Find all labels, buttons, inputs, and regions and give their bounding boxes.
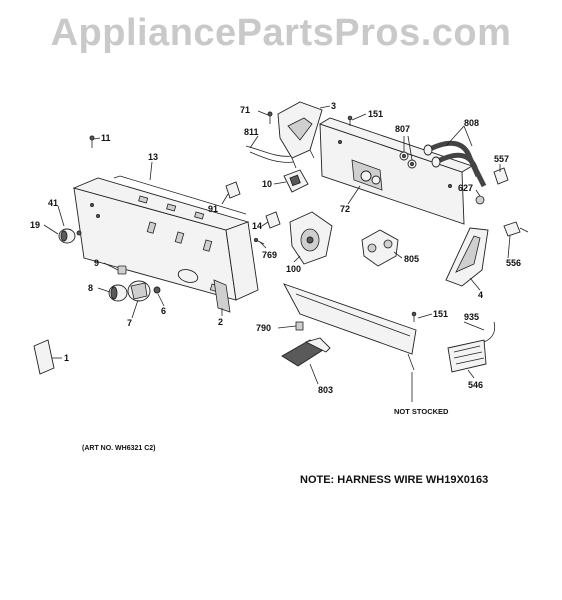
callout-4: 4 [478, 290, 483, 300]
callout-8: 8 [88, 283, 93, 293]
callout-1: 1 [64, 353, 69, 363]
callout-100: 100 [286, 264, 301, 274]
callout-11: 11 [101, 133, 111, 143]
control-panel-rail[interactable] [283, 283, 417, 371]
hose-808[interactable] [423, 140, 487, 188]
callout-labels: 71 3 151 807 808 11 811 13 557 10 627 41… [30, 101, 521, 395]
part-2[interactable] [213, 279, 231, 313]
callout-72: 72 [340, 204, 350, 214]
part-14[interactable] [265, 211, 281, 229]
callout-557: 557 [494, 154, 509, 164]
callout-14: 14 [252, 221, 262, 231]
callout-546: 546 [468, 380, 483, 390]
callout-935: 935 [464, 312, 479, 322]
knob-8[interactable] [108, 284, 128, 302]
site-watermark: AppliancePartsPros.com [50, 12, 512, 54]
timer-100[interactable] [289, 211, 333, 265]
callout-808: 808 [464, 118, 479, 128]
knob-19[interactable] [58, 228, 76, 244]
screw-769[interactable] [253, 237, 265, 245]
callout-151b: 151 [433, 309, 448, 319]
callout-769: 769 [262, 250, 277, 260]
bracket-3[interactable] [277, 101, 323, 169]
callout-803: 803 [318, 385, 333, 395]
callout-805: 805 [404, 254, 419, 264]
timer-dial-7[interactable] [127, 280, 151, 302]
clip-41[interactable] [76, 230, 82, 236]
callout-790: 790 [256, 323, 271, 333]
part-803[interactable] [281, 337, 331, 367]
end-cap-4[interactable] [445, 227, 489, 287]
screw-151-bottom[interactable] [411, 311, 417, 322]
hose-811[interactable] [245, 145, 295, 163]
callout-3: 3 [331, 101, 336, 111]
screw-11[interactable] [89, 135, 95, 148]
part-556[interactable] [503, 221, 529, 237]
callout-10: 10 [262, 179, 272, 189]
art-number: (ART NO. WH6321 C2) [82, 445, 156, 452]
callout-627: 627 [458, 183, 473, 193]
grommet-807[interactable] [399, 151, 417, 169]
part-557[interactable] [493, 167, 509, 185]
callout-91: 91 [208, 204, 218, 214]
switch-10[interactable] [283, 169, 309, 193]
callout-807: 807 [395, 124, 410, 134]
harness-note: NOTE: HARNESS WIRE WH19X0163 [300, 474, 489, 486]
part-627[interactable] [475, 195, 485, 205]
callout-71: 71 [240, 105, 250, 115]
not-stocked-label: NOT STOCKED [394, 407, 449, 416]
callout-7: 7 [127, 318, 132, 328]
part-9[interactable] [117, 265, 127, 275]
callout-41: 41 [48, 198, 58, 208]
part-91[interactable] [225, 181, 241, 199]
callout-811: 811 [244, 127, 259, 137]
control-panel-front[interactable] [72, 175, 259, 301]
callout-556: 556 [506, 258, 521, 268]
part-6[interactable] [153, 286, 161, 294]
screw-71[interactable] [267, 111, 273, 124]
callout-19: 19 [30, 220, 40, 230]
valve-805[interactable] [361, 229, 399, 267]
callout-13: 13 [148, 152, 158, 162]
callout-2: 2 [218, 317, 223, 327]
leader-lines [43, 105, 511, 402]
callout-6: 6 [161, 306, 166, 316]
screw-151-top[interactable] [347, 115, 353, 126]
callout-9: 9 [94, 258, 99, 268]
part-790[interactable] [295, 321, 304, 331]
callout-151a: 151 [368, 109, 383, 119]
harness-546[interactable] [447, 321, 496, 373]
part-1-booklet[interactable] [33, 339, 55, 375]
